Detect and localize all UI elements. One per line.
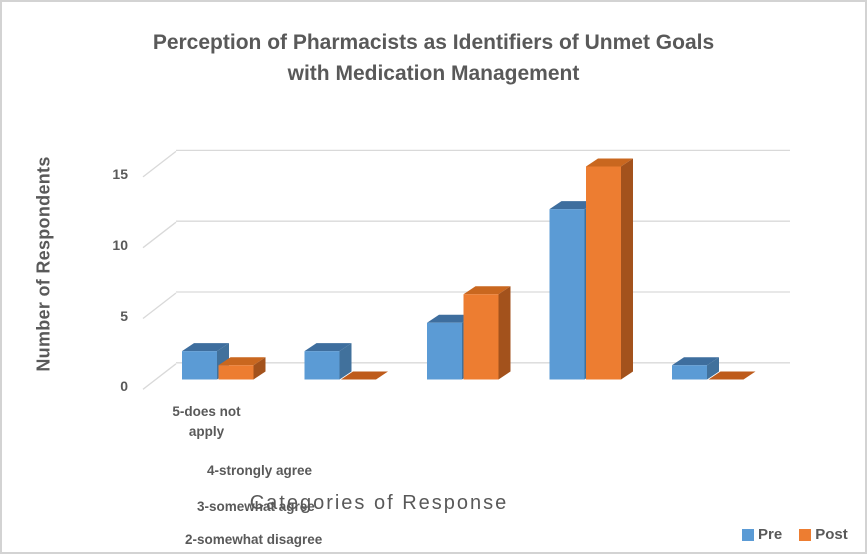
legend: Pre Post bbox=[742, 526, 848, 543]
bar-pre-4-top bbox=[672, 357, 719, 366]
bar-pre-2-top bbox=[427, 314, 474, 323]
bar-pre-4-front bbox=[672, 365, 707, 380]
bar-post-2-side bbox=[498, 286, 511, 380]
y-tick-label-15: 15 bbox=[112, 165, 128, 182]
bar-post-4-zero-floor bbox=[708, 371, 756, 380]
legend-label-post: Post bbox=[815, 526, 848, 543]
bar-pre-4-side bbox=[707, 357, 719, 380]
legend-swatch-pre-icon bbox=[742, 528, 754, 541]
bar-pre-3-front bbox=[549, 209, 585, 380]
category-label-2: 3-somewhat agree bbox=[197, 499, 315, 514]
bar-pre-3-top bbox=[549, 201, 597, 210]
chart-title-line1: Perception of Pharmacists as Identifiers… bbox=[152, 31, 715, 54]
bar-post-3-side bbox=[621, 158, 633, 380]
y-tick-label-10: 10 bbox=[112, 236, 128, 253]
category-label-0: 5-does not apply bbox=[172, 404, 241, 439]
y-tick-label-0: 0 bbox=[120, 378, 128, 395]
chart-title: Perception of Pharmacists as Identifiers… bbox=[2, 27, 865, 89]
legend-item-pre: Pre bbox=[742, 526, 782, 543]
bar-post-3-top bbox=[586, 158, 633, 167]
category-label-3: 2-somewhat disagree bbox=[185, 532, 323, 547]
chart-title-line2: with Medication Management bbox=[287, 62, 580, 85]
bar-post-0-front bbox=[218, 365, 254, 380]
gridline-diagonal-15 bbox=[142, 150, 177, 178]
bar-pre-1-side bbox=[339, 343, 352, 380]
gridline-diagonal-10 bbox=[142, 221, 177, 249]
bar-post-2-top bbox=[463, 286, 511, 295]
bar-pre-0-top bbox=[182, 343, 229, 352]
bar-post-2-front bbox=[463, 294, 499, 380]
bar-post-0-side bbox=[253, 357, 266, 380]
category-label-1: 4-strongly agree bbox=[207, 463, 313, 478]
bar-post-1-zero-floor bbox=[341, 371, 388, 380]
bar-pre-0-front bbox=[182, 351, 217, 380]
gridline-diagonal-5 bbox=[142, 292, 177, 320]
bar-post-3-front bbox=[586, 166, 621, 380]
bar-pre-1-front bbox=[304, 351, 340, 380]
bar-post-0-top bbox=[218, 357, 266, 366]
y-axis-title: Number of Respondents bbox=[33, 156, 54, 372]
legend-label-pre: Pre bbox=[758, 526, 783, 543]
gridline-diagonal-0 bbox=[142, 363, 177, 390]
bar-pre-1-top bbox=[304, 343, 352, 352]
y-tick-label-5: 5 bbox=[120, 307, 128, 324]
x-axis-title: Categories of Response bbox=[249, 492, 509, 514]
legend-swatch-post-icon bbox=[799, 528, 812, 541]
bar-pre-2-front bbox=[427, 322, 462, 380]
legend-item-post: Post bbox=[799, 526, 848, 543]
